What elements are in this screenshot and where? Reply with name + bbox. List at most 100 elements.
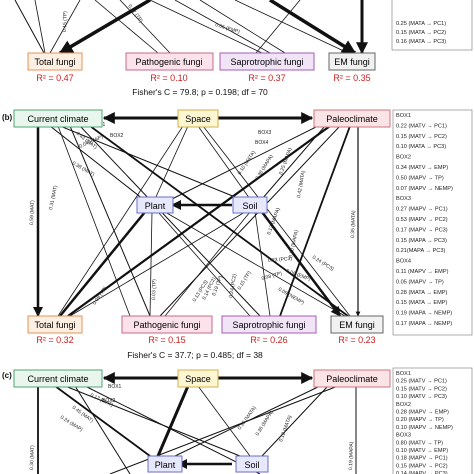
node-label: Current climate — [27, 114, 88, 124]
node-paleoclimate-b: Paleoclimate — [313, 109, 391, 128]
legend-line: 0.34 (MATV → EMP) — [396, 165, 448, 171]
edge-label: 0.03 (TP) — [151, 279, 158, 300]
panel-b-edges — [33, 112, 361, 317]
legend-line: 0.10 (MATV → PC3) — [396, 394, 447, 400]
legend-line: 0.05 (MAPV → TP) — [396, 279, 444, 285]
node-label: Paleoclimate — [326, 374, 378, 384]
node-label: Plant — [155, 460, 176, 470]
node-em-fungi-b: EM fungi — [330, 315, 384, 334]
node-space-b: Space — [177, 109, 219, 128]
node-label: EM fungi — [339, 320, 375, 330]
edge-label: 0.30 (MAT) — [29, 445, 36, 470]
edge-label: 0.08 (TP) — [261, 271, 283, 282]
legend-line: 0.28 (MATA → EMP) — [396, 290, 448, 296]
node-saprotrophic-fungi-b: Saprotrophic fungi — [221, 315, 317, 334]
r2-em-b: R² = 0.23 — [338, 335, 375, 345]
node-paleoclimate-c: Paleoclimate — [313, 369, 391, 388]
edge-label: 0.35 (MATA) — [350, 210, 357, 238]
panel-c-edge-labels: 0.45 (MAT) 0.24 (MAP) 0.17 (MAT) 0.30 (M… — [29, 392, 355, 470]
edge-label: 0.24 (PC2) — [228, 273, 238, 298]
legend-line: BOX2 — [396, 155, 411, 161]
node-label: EM fungi — [334, 57, 370, 67]
node-current-climate-c: Current climate — [13, 369, 103, 388]
node-label: Space — [185, 374, 211, 384]
edge-label: 0.59 (MAT) — [29, 200, 36, 225]
edge-label: 0.15 (TP) — [237, 270, 253, 291]
node-current-climate-b: Current climate — [13, 109, 103, 128]
edge-label: 0.31 (MAT) — [48, 185, 59, 211]
edge-label: 0.05 (EMP) — [214, 22, 240, 35]
node-label: Pathogenic fungi — [135, 57, 202, 67]
legend-line: BOX4 — [396, 259, 411, 265]
node-label: Pathogenic fungi — [133, 320, 200, 330]
legend-line: 0.19 (MAPA → NEMP) — [396, 311, 452, 317]
node-label: Soil — [244, 460, 259, 470]
node-soil-c: Soil — [235, 455, 269, 473]
r2-saprotrophic-a: R² = 0.37 — [248, 73, 285, 83]
legend-line: BOX1 — [396, 371, 411, 377]
legend-line: 0.20 (MAPV → TP) — [396, 417, 444, 423]
node-label: Paleoclimate — [326, 114, 378, 124]
box-tag: BOX1 — [108, 384, 122, 390]
edge-label: 0.19 (MAPA) — [348, 441, 355, 470]
node-space-c: Space — [177, 369, 219, 388]
legend-line: 0.15 (MATA → EMP) — [396, 300, 448, 306]
edge-label: 0.23 (PC3) — [268, 256, 293, 264]
panel-a-edges — [14, 0, 368, 55]
node-label: Space — [185, 114, 211, 124]
panel-b-edge-labels: 0.43 (MAT) 0.04 (MAP) 0.38 (MAT) 0.59 (M… — [29, 131, 357, 306]
edge-label: 0.10 (MATA) — [237, 150, 258, 177]
legend-line: 0.15 (MATA → PC2) — [396, 30, 446, 36]
node-saprotrophic-fungi-a: Saprotrophic fungi — [219, 52, 315, 71]
fisher-stat-b: Fisher's C = 37.7; p = 0.485; df = 38 — [127, 350, 263, 360]
legend-line: BOX3 — [396, 196, 411, 202]
legend-line: 0.10 (MAPV → NEMP) — [396, 425, 453, 431]
box-tag: BOX4 — [255, 140, 269, 146]
node-plant-b: Plant — [136, 196, 174, 214]
legend-line: 0.11 (MAPV → EMP) — [396, 269, 449, 275]
legend-line: 0.21(MAPA → PC3) — [396, 248, 445, 254]
r2-pathogenic-a: R² = 0.10 — [150, 73, 187, 83]
legend-line: 0.07 (MAPV → NEMP) — [396, 186, 453, 192]
edge-label: 0.42 (MATA) — [296, 170, 307, 199]
legend-line: 0.28 (MAPV → EMP) — [396, 410, 449, 416]
r2-pathogenic-b: R² = 0.15 — [148, 335, 185, 345]
box-tag: BOX2 — [110, 133, 124, 139]
node-label: Current climate — [27, 374, 88, 384]
legend-line: 0.10 (MATA → PC3) — [396, 144, 446, 150]
node-label: Soil — [242, 201, 257, 211]
legend-line: 0.53 (MAPV → PC2) — [396, 217, 448, 223]
panel-a: 0.15 (TP) 0.05 (EMP) 0.17 (TP) Total fun… — [14, 0, 473, 97]
legend-line: 0.15 (MATV → PC2) — [396, 134, 447, 140]
edge-label: 0.24 (MAP) — [59, 415, 84, 434]
edge-label: 0.15 (TP) — [62, 11, 69, 32]
node-label: Total fungi — [34, 57, 75, 67]
legend-line: 0.22 (MATV → PC1) — [396, 123, 447, 129]
legend-line: 0.10 (MATV → EMP) — [396, 448, 448, 454]
legend-line: 0.15 (MAPV → PC2) — [396, 463, 448, 469]
panel-tag-b: (b) — [2, 113, 13, 122]
node-soil-b: Soil — [232, 196, 268, 214]
legend-line: 0.17 (MAPV → PC3) — [396, 227, 448, 233]
node-label: Saprotrophic fungi — [230, 57, 303, 67]
legend-line: 0.14 (MAPV → PC3) — [396, 471, 448, 474]
node-label: Plant — [145, 201, 166, 211]
legend-line: 0.16 (MATA → PC3) — [396, 39, 446, 45]
node-total-fungi-b: Total fungi — [27, 315, 83, 334]
legend-box-b: BOX1 0.22 (MATV → PC1) 0.15 (MATV → PC2) 0.… — [392, 109, 473, 336]
node-plant-c: Plant — [147, 455, 183, 473]
legend-line: 0.25 (MATA → PC1) — [396, 21, 446, 27]
legend-line: BOX1 — [396, 113, 411, 119]
r2-em-a: R² = 0.35 — [333, 73, 370, 83]
r2-total-b: R² = 0.32 — [36, 335, 73, 345]
node-pathogenic-fungi-a: Pathogenic fungi — [125, 52, 214, 71]
legend-line: BOX3 — [396, 433, 411, 439]
node-pathogenic-fungi-b: Pathogenic fungi — [121, 315, 213, 334]
legend-box-a: 0.25 (MATA → PC1) 0.15 (MATA → PC2) 0.16… — [391, 0, 473, 51]
legend-line: BOX2 — [396, 402, 411, 408]
panel-tag-c: (c) — [2, 371, 12, 380]
edge-label: 0.20 (MAPA) — [288, 229, 300, 258]
box-tag: BOX3 — [258, 130, 272, 136]
